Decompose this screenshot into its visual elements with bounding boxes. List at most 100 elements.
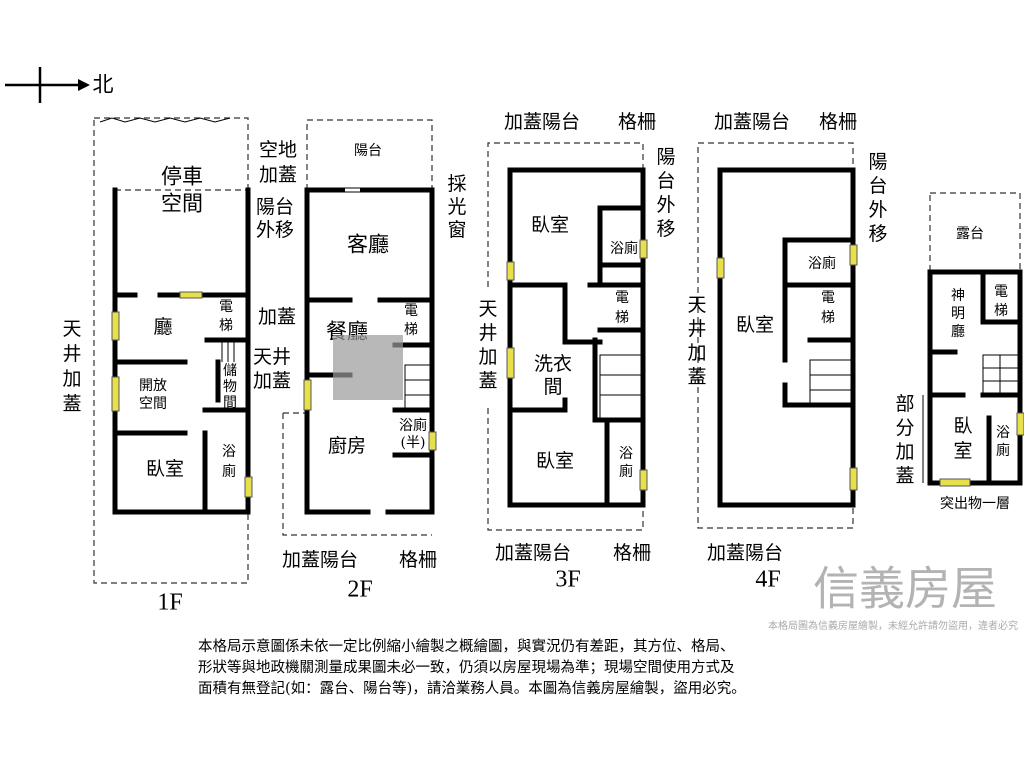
room-hall: 廳	[153, 316, 172, 338]
label-atrium-2f-a: 天井	[253, 346, 291, 368]
label-atrium-3f-d: 蓋	[478, 370, 497, 392]
label-balcony-moved-4f-c: 外	[868, 199, 887, 221]
room-parking-1: 停車	[161, 165, 203, 189]
label-atrium-4f-c: 加	[687, 342, 706, 364]
label-grille-4f-top: 格柵	[819, 111, 857, 133]
label-vacant-addon-2: 加蓋	[259, 164, 297, 186]
room-bath-roof-a: 浴	[996, 425, 1010, 441]
label-skylight-b: 光	[447, 196, 466, 218]
label-addon-1f: 加蓋	[258, 306, 296, 328]
label-addon-balcony-4f-bottom: 加蓋陽台	[707, 542, 783, 564]
label-atrium-3f-a: 天	[478, 298, 497, 320]
room-bedroom-roof-a: 臥	[953, 415, 972, 437]
room-elevator-3f-a: 電	[615, 290, 629, 306]
room-elevator-4f-a: 電	[821, 290, 835, 306]
room-bedroom-4f: 臥室	[736, 314, 774, 336]
north-label: 北	[93, 73, 114, 97]
room-storage-b: 物	[223, 379, 237, 395]
room-laundry-b: 間	[543, 376, 562, 398]
room-open-space-a: 開放	[139, 378, 167, 394]
floor-2f-walls	[282, 119, 437, 536]
watermark-notice: 本格局圖為信義房屋繪製，未經允許請勿盜用，違者必究	[768, 619, 1018, 632]
room-half-bath-a: 浴廁	[399, 417, 427, 434]
label-addon-balcony-2f: 加蓋陽台	[282, 549, 358, 571]
label-balcony-moved-2f-b: 外移	[256, 219, 294, 241]
room-bath-1f-a: 浴	[222, 444, 236, 460]
label-grille-3f-top: 格柵	[618, 111, 656, 133]
watermark-logo: 信義房屋 本格局圖為信義房屋繪製，未經允許請勿盜用，違者必究	[333, 335, 1018, 632]
disclaimer-line: 形狀等與地政機關測量成果圖未必一致，仍須以房屋現場為準；現場空間使用方式及	[198, 660, 735, 676]
label-skylight-c: 窗	[447, 219, 466, 241]
label-addon-balcony-4f-top: 加蓋陽台	[714, 111, 790, 133]
label-atrium-3f-c: 加	[478, 346, 497, 368]
label-partial-addon-a: 部	[895, 393, 914, 415]
label-atrium-3f-b: 井	[478, 322, 497, 344]
room-elevator-2f-b: 梯	[404, 322, 418, 338]
label-partial-addon-c: 加	[895, 441, 914, 463]
label-atrium-1f-d: 蓋	[62, 393, 81, 415]
label-balcony-moved-3f-d: 移	[656, 218, 675, 240]
room-storage-a: 儲	[223, 363, 237, 379]
floor-label-2f: 2F	[347, 577, 372, 603]
disclaimer-line: 面積有無登記(如：露台、陽台等)，請洽業務人員。本圖為信義房屋繪製，盜用必究。	[198, 681, 746, 697]
disclaimer: 本格局示意圖係未依一定比例縮小繪製之概繪圖，與實況仍有差距，其方位、格局、 形狀…	[198, 637, 838, 700]
label-skylight-a: 採	[447, 173, 466, 195]
room-living: 客廳	[347, 233, 389, 257]
watermark-text: 信義房屋	[813, 562, 997, 616]
label-addon-balcony-3f-bottom: 加蓋陽台	[495, 542, 571, 564]
room-shrine-c: 廳	[951, 323, 965, 340]
north-arrow-icon	[5, 67, 90, 103]
room-balcony-2f: 陽台	[354, 143, 382, 159]
room-elevator-roof-b: 梯	[994, 303, 1008, 319]
room-open-space-b: 空間	[139, 396, 167, 412]
room-bedroom-3f-1: 臥室	[531, 214, 569, 236]
room-bedroom-1f: 臥室	[146, 458, 184, 480]
label-balcony-moved-4f-d: 移	[868, 223, 887, 245]
label-balcony-moved-4f-a: 陽	[868, 151, 887, 173]
label-atrium-2f-b: 加蓋	[253, 370, 291, 392]
disclaimer-line: 本格局示意圖係未依一定比例縮小繪製之概繪圖，與實況仍有差距，其方位、格局、	[198, 639, 735, 655]
floor-label-1f: 1F	[157, 590, 182, 616]
room-elevator-roof-a: 電	[994, 284, 1008, 300]
room-elevator-1f-b: 梯	[219, 318, 233, 334]
label-atrium-1f-b: 井	[62, 343, 81, 365]
room-bath-3f-1: 浴廁	[610, 240, 638, 257]
room-bedroom-roof-b: 室	[953, 440, 972, 462]
room-elevator-4f-b: 梯	[821, 310, 835, 326]
room-bath-3f-2a: 浴	[619, 446, 633, 462]
label-atrium-1f-c: 加	[62, 368, 81, 390]
label-balcony-moved-3f-c: 外	[656, 194, 675, 216]
label-grille-2f: 格柵	[399, 549, 437, 571]
label-addon-balcony-3f-top: 加蓋陽台	[504, 111, 580, 133]
room-kitchen: 廚房	[328, 434, 366, 457]
label-atrium-4f-a: 天	[687, 294, 706, 316]
room-shrine-a: 神	[951, 288, 965, 304]
room-elevator-3f-b: 梯	[615, 310, 629, 326]
room-bedroom-3f-2: 臥室	[536, 450, 574, 472]
room-storage-c: 間	[223, 395, 237, 411]
floor-roof-walls	[922, 192, 1024, 487]
room-parking-2: 空間	[161, 192, 203, 216]
label-partial-addon-b: 分	[895, 417, 914, 439]
room-half-bath-b: (半)	[401, 435, 426, 451]
label-atrium-1f-a: 天	[62, 318, 81, 340]
label-balcony-moved-2f-a: 陽台	[256, 196, 294, 218]
floor-label-3f: 3F	[555, 567, 580, 593]
label-vacant-addon-1: 空地	[259, 139, 297, 161]
room-shrine-b: 明	[951, 306, 965, 322]
room-bath-1f-b: 廁	[222, 463, 236, 480]
label-roof-caption: 突出物一層	[940, 496, 1010, 512]
floor-label-4f: 4F	[755, 567, 780, 593]
room-elevator-1f-a: 電	[219, 299, 233, 315]
room-elevator-2f-a: 電	[404, 303, 418, 319]
label-balcony-moved-3f-b: 台	[656, 170, 675, 192]
room-bath-3f-2b: 廁	[619, 463, 633, 480]
label-balcony-moved-3f-a: 陽	[656, 146, 675, 168]
room-terrace: 露台	[956, 226, 984, 242]
label-atrium-4f-d: 蓋	[687, 366, 706, 388]
label-partial-addon-d: 蓋	[895, 465, 914, 487]
label-atrium-4f-b: 井	[687, 318, 706, 340]
floor-4f-walls	[697, 142, 858, 529]
